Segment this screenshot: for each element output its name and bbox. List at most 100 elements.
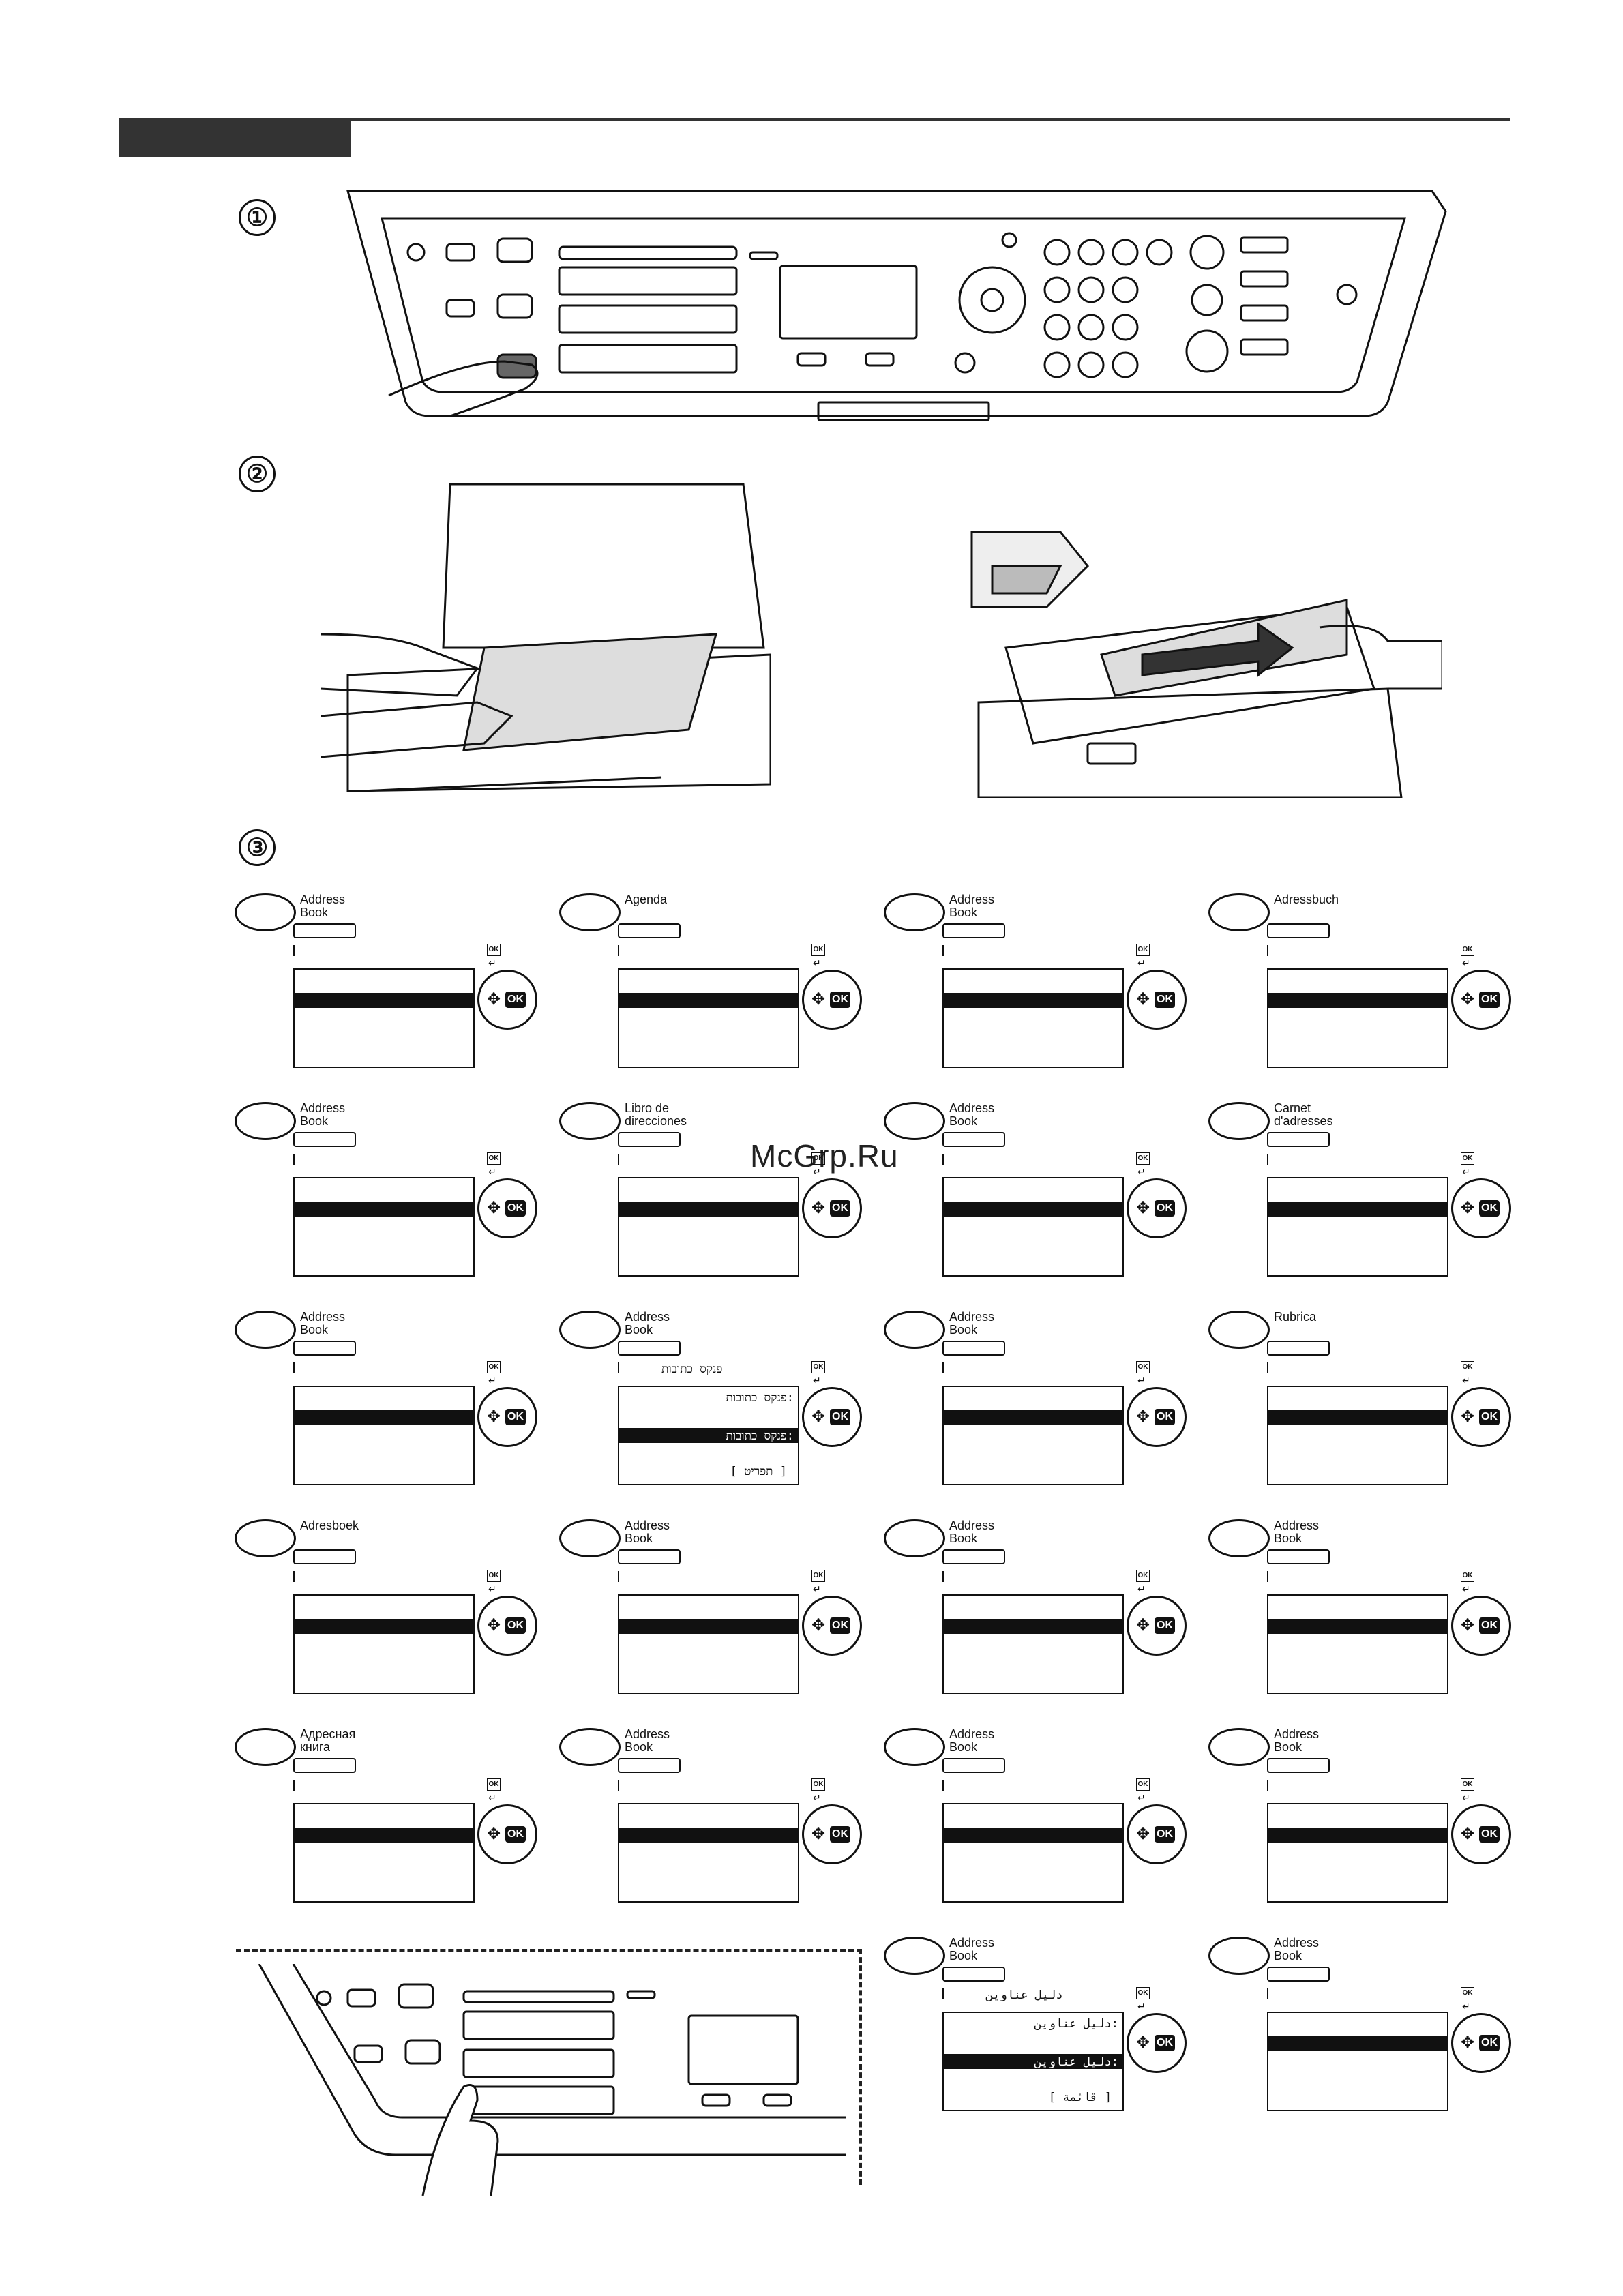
ok-key-zoom: ✥OK	[1451, 1178, 1511, 1238]
ok-button[interactable]: OK	[1155, 1617, 1175, 1634]
step-oval	[1208, 1102, 1270, 1140]
ok-button[interactable]: OK	[1479, 1826, 1500, 1843]
lcd-tick	[618, 1362, 619, 1373]
lcd-screen-title: פנקס כתובות:	[726, 1391, 794, 1405]
lcd-tick	[1267, 1362, 1268, 1373]
ok-button[interactable]: OK	[1479, 1200, 1500, 1217]
ok-button[interactable]: OK	[1479, 1617, 1500, 1634]
function-key[interactable]	[1267, 1341, 1330, 1356]
lcd-highlight-text: פנקס כתובות:	[726, 1429, 794, 1443]
step-oval	[559, 893, 621, 931]
function-key[interactable]	[293, 1549, 356, 1564]
ok-key-zoom: ✥OK	[1127, 970, 1187, 1030]
lcd-screen	[942, 968, 1124, 1068]
step-oval	[235, 1311, 296, 1349]
cursor-keys-icon: ✥	[811, 990, 826, 1009]
cursor-keys-icon: ✥	[486, 1616, 501, 1635]
function-key[interactable]	[1267, 1758, 1330, 1773]
ok-button[interactable]: OK	[1479, 992, 1500, 1008]
ok-button[interactable]: OK	[830, 992, 850, 1008]
lcd-screen	[293, 1803, 475, 1903]
enter-icon: ↵	[813, 957, 821, 968]
ok-button[interactable]: OK	[830, 1409, 850, 1425]
function-key[interactable]	[1267, 1967, 1330, 1982]
ok-key-mini: OK	[1461, 1152, 1474, 1165]
step-oval	[235, 893, 296, 931]
step-oval	[884, 1728, 945, 1766]
lcd-screen	[618, 1594, 799, 1694]
ok-button[interactable]: OK	[830, 1200, 850, 1217]
function-key[interactable]	[293, 1758, 356, 1773]
function-key[interactable]	[1267, 1549, 1330, 1564]
header-rule	[119, 118, 1510, 121]
ok-key-mini: OK	[1136, 1152, 1150, 1165]
function-key[interactable]	[942, 1132, 1005, 1147]
lcd-tick	[618, 945, 619, 956]
function-key[interactable]	[293, 923, 356, 938]
ok-button[interactable]: OK	[1155, 992, 1175, 1008]
function-key[interactable]	[618, 1758, 681, 1773]
function-key[interactable]	[618, 1549, 681, 1564]
function-key[interactable]	[293, 1341, 356, 1356]
cursor-keys-icon: ✥	[486, 1199, 501, 1217]
ok-key-mini: OK	[487, 1778, 501, 1791]
step-oval	[884, 893, 945, 931]
function-key[interactable]	[618, 1132, 681, 1147]
ok-key-zoom: ✥OK	[1451, 2013, 1511, 2073]
enter-icon: ↵	[1462, 1583, 1470, 1594]
function-key[interactable]	[942, 1341, 1005, 1356]
lcd-highlight-row	[944, 1619, 1122, 1634]
function-key[interactable]	[942, 1549, 1005, 1564]
ok-button[interactable]: OK	[505, 992, 526, 1008]
ok-button[interactable]: OK	[830, 1617, 850, 1634]
ok-button[interactable]: OK	[1155, 1826, 1175, 1843]
ok-button[interactable]: OK	[1155, 1409, 1175, 1425]
ok-button[interactable]: OK	[1155, 2035, 1175, 2051]
ok-key-mini: OK	[487, 1570, 501, 1582]
ok-button[interactable]: OK	[1479, 2035, 1500, 2051]
ok-button[interactable]: OK	[1479, 1409, 1500, 1425]
ok-button[interactable]: OK	[505, 1826, 526, 1843]
function-key[interactable]	[942, 1967, 1005, 1982]
step-2-number: ②	[239, 456, 276, 492]
lcd-screen	[1267, 968, 1448, 1068]
lcd-highlight-row	[295, 1202, 473, 1217]
key-label: Address Book	[300, 893, 346, 919]
ok-button[interactable]: OK	[830, 1826, 850, 1843]
enter-icon: ↵	[1137, 2001, 1146, 2012]
lcd-highlight-row	[619, 993, 798, 1008]
document-processor-illustration	[970, 531, 1442, 798]
function-key[interactable]	[618, 923, 681, 938]
ok-key-zoom: ✥OK	[1451, 1596, 1511, 1656]
ok-key-zoom: ✥OK	[1451, 1387, 1511, 1447]
function-key[interactable]	[293, 1132, 356, 1147]
ok-button[interactable]: OK	[505, 1200, 526, 1217]
function-key[interactable]	[942, 1758, 1005, 1773]
function-key[interactable]	[1267, 923, 1330, 938]
ok-button[interactable]: OK	[1155, 1200, 1175, 1217]
function-key[interactable]	[942, 923, 1005, 938]
ok-key-mini: OK	[1461, 1778, 1474, 1791]
lcd-highlight-row	[1268, 2036, 1447, 2051]
lcd-top-text: פנקס כתובות	[661, 1362, 723, 1376]
ok-key-mini: OK	[1461, 1987, 1474, 1999]
function-key[interactable]	[1267, 1132, 1330, 1147]
lcd-screen	[293, 968, 475, 1068]
lcd-screen	[942, 1803, 1124, 1903]
ok-button[interactable]: OK	[505, 1409, 526, 1425]
cursor-keys-icon: ✥	[811, 1407, 826, 1426]
ok-button[interactable]: OK	[505, 1617, 526, 1634]
lcd-screen	[942, 1177, 1124, 1277]
ok-key-mini: OK	[1136, 1570, 1150, 1582]
lcd-tick	[942, 945, 944, 956]
lcd-tick	[1267, 1571, 1268, 1582]
lcd-highlight-row	[619, 1619, 798, 1634]
lcd-screen	[293, 1594, 475, 1694]
cursor-keys-icon: ✥	[1460, 2033, 1475, 2052]
function-key[interactable]	[618, 1341, 681, 1356]
watermark-text: McGrp.Ru	[750, 1138, 899, 1174]
